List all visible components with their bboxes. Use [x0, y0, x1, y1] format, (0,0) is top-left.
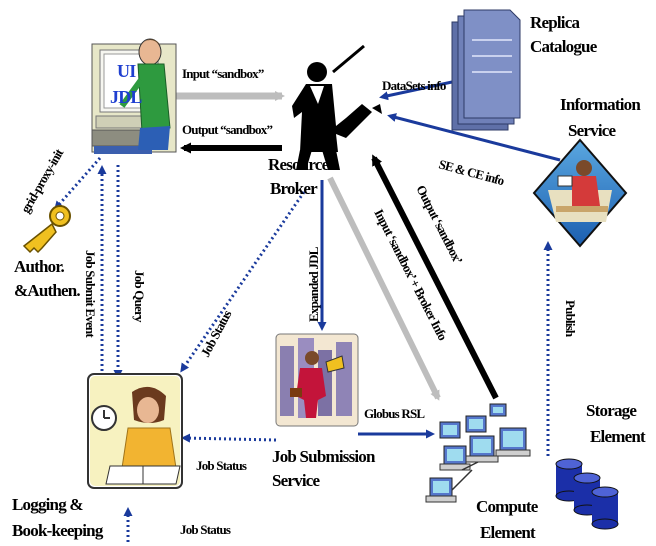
- input-sandbox-label: Input “sandbox”: [182, 66, 264, 81]
- resource-broker-label: Resource: [268, 155, 330, 174]
- job-status-rb-arrow: [180, 191, 306, 373]
- key-icon: [22, 205, 71, 254]
- datasets-info-arrow: [379, 80, 453, 101]
- publish-label: Publish: [563, 300, 578, 338]
- compute-element-label-2: Element: [480, 523, 536, 542]
- compute-element-label: Compute: [476, 497, 539, 516]
- job-submission-icon: [275, 333, 359, 427]
- information-service-icon: [532, 138, 628, 248]
- replica-catalogue-label: Replica: [530, 13, 580, 32]
- grid-proxy-init-arrow: [54, 157, 102, 211]
- author-label-2: &Authen.: [14, 281, 80, 300]
- replica-catalogue-icon: [451, 9, 521, 131]
- storage-element-label-2: Element: [590, 427, 646, 446]
- replica-catalogue-label-2: Catalogue: [530, 37, 598, 56]
- job-submission-label-2: Service: [272, 471, 321, 490]
- logging-bookkeeping-icon: [87, 373, 183, 489]
- logging-label: Logging &: [12, 495, 83, 514]
- ui-label: UI: [117, 61, 136, 81]
- author-label: Author.: [14, 257, 65, 276]
- job-status-js-arrow: [181, 433, 277, 443]
- compute-element-icon: [425, 403, 531, 503]
- logging-label-2: Book-keeping: [12, 521, 104, 540]
- storage-element-label: Storage: [586, 401, 637, 420]
- output-sandbox-label: Output “sandbox”: [182, 122, 272, 137]
- job-status-bottom-label: Job Status: [180, 522, 231, 537]
- se-ce-info-label: SE & CE info: [437, 156, 506, 188]
- resource-broker-icon: [292, 44, 382, 170]
- information-service-label-2: Service: [568, 121, 617, 140]
- job-query-label: Job Query: [132, 270, 147, 323]
- job-status-rb-label: Job Status: [197, 307, 234, 359]
- information-service-label: Information: [560, 95, 641, 114]
- expanded-jdl-label: Expanded JDL: [306, 246, 321, 322]
- storage-element-icon: [555, 458, 619, 530]
- input-broker-info-arrow: [327, 176, 441, 401]
- grid-proxy-init-label: grid-proxy-init: [18, 145, 67, 215]
- jdl-label: JDL: [110, 87, 142, 107]
- datasets-info-label: DataSets info: [382, 78, 446, 93]
- job-submit-event-label: Job Submit Event: [83, 250, 98, 338]
- output-sandbox-ce-arrow: [371, 154, 499, 400]
- se-ce-info-arrow: [387, 113, 561, 162]
- resource-broker-label-2: Broker: [270, 179, 318, 198]
- ui-workstation-icon: UI JDL: [91, 38, 177, 154]
- job-status-js-label: Job Status: [196, 458, 247, 473]
- globus-rsl-label: Globus RSL: [364, 406, 425, 421]
- job-submission-label: Job Submission: [272, 447, 376, 466]
